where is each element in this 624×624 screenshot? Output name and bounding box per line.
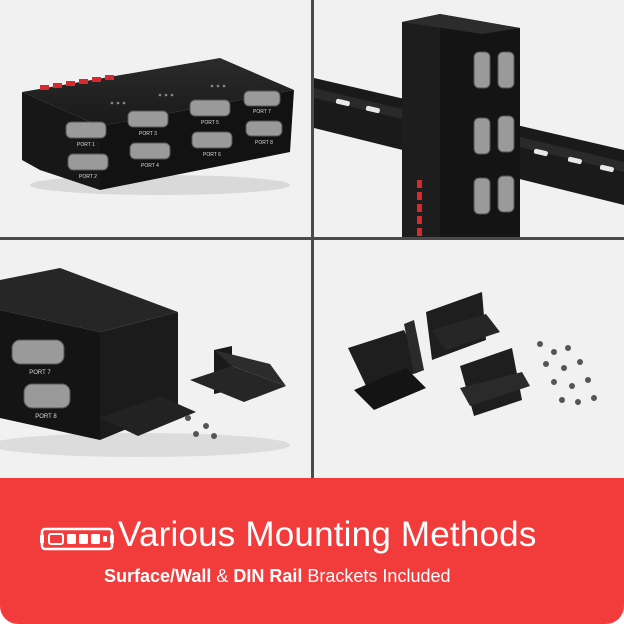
subtitle-part: DIN Rail (233, 566, 303, 586)
port-label: PORT 4 (141, 163, 159, 169)
photo-grid: PORT 1 PORT 3 PORT 5 PORT 7 PORT 2 PORT … (0, 0, 624, 478)
port-label: PORT 3 (139, 131, 157, 137)
photo-device-front: PORT 1 PORT 3 PORT 5 PORT 7 PORT 2 PORT … (0, 0, 311, 237)
device-front-illustration: PORT 1 PORT 3 PORT 5 PORT 7 PORT 2 PORT … (22, 58, 294, 195)
port-label: PORT 8 (255, 140, 273, 146)
port-label: PORT 1 (77, 142, 95, 148)
port-label: PORT 6 (203, 152, 221, 158)
photo-bracket-set (314, 240, 624, 478)
serial-hub-icon (40, 527, 114, 551)
device-logo (417, 180, 422, 236)
photo-din-rail-mount (314, 0, 624, 237)
wall-bracket-illustration: PORT 7 PORT 8 (0, 268, 290, 457)
banner-title: Various Mounting Methods (118, 515, 537, 554)
photo-wall-bracket-mount: PORT 7 PORT 8 (0, 240, 311, 478)
port-label: PORT 7 (29, 370, 51, 376)
port-label: PORT 2 (79, 174, 97, 180)
subtitle-part: & (211, 566, 234, 586)
bracket-set-illustration (348, 292, 597, 416)
port-label: PORT 8 (35, 414, 57, 420)
feature-banner (0, 478, 624, 624)
port-label: PORT 5 (201, 120, 219, 126)
device-logo (40, 75, 114, 90)
banner-subtitle: Surface/Wall & DIN Rail Brackets Include… (104, 566, 450, 587)
port-label: PORT 7 (253, 109, 271, 115)
divider-horizontal (0, 237, 624, 240)
subtitle-part: Surface/Wall (104, 566, 212, 586)
subtitle-part: Brackets Included (302, 566, 451, 586)
din-rail-illustration (314, 14, 624, 237)
